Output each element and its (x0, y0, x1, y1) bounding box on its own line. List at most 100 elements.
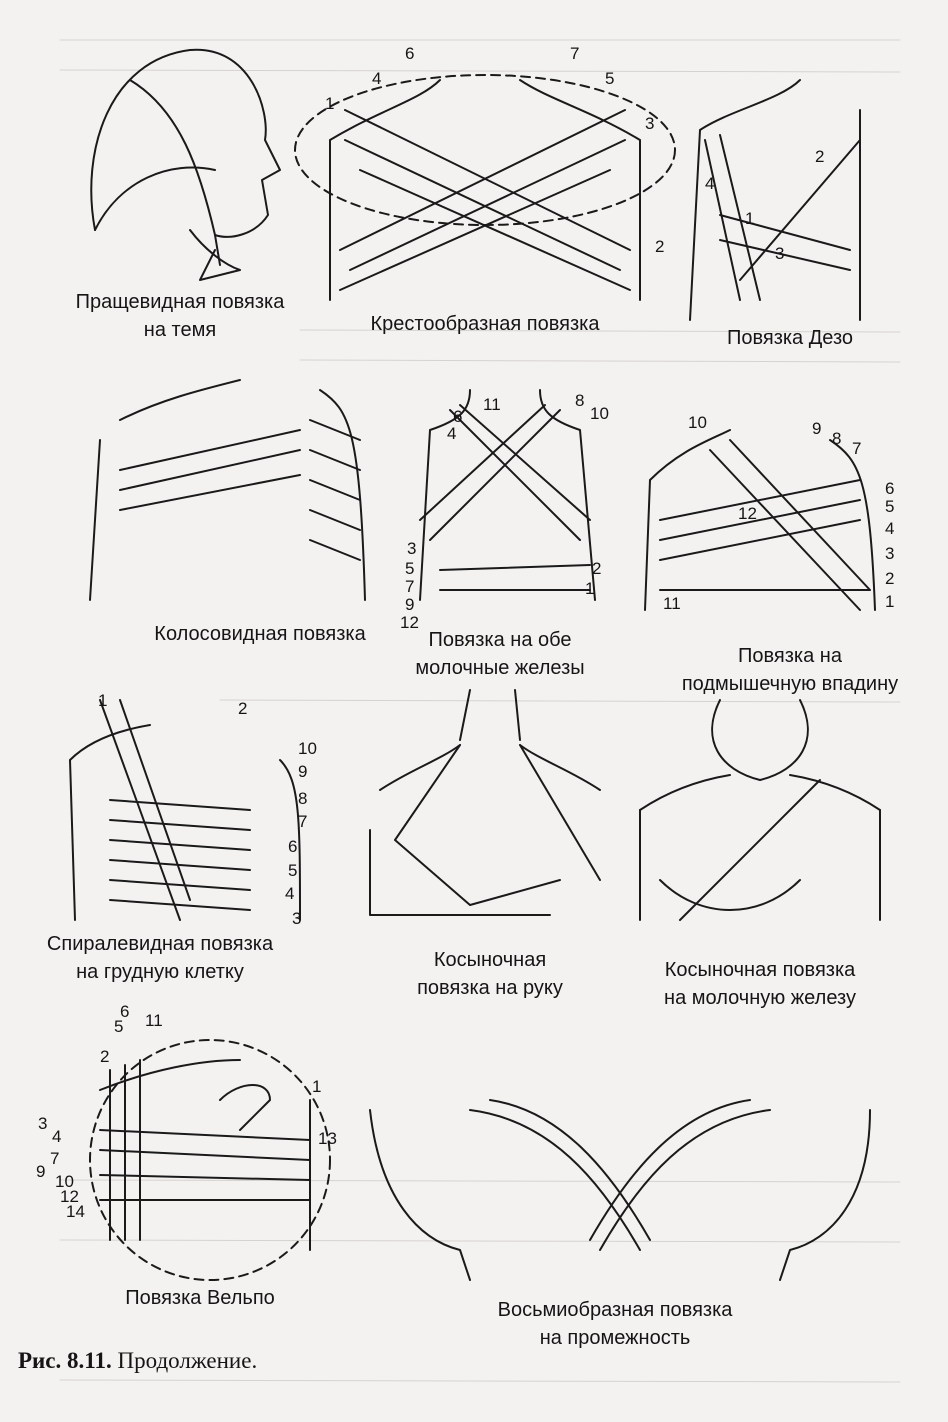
figure-both-breasts-bandage (419, 389, 596, 601)
figure-label: Рис. 8.11. (18, 1348, 112, 1373)
bandage-turn-number: 14 (66, 1202, 85, 1221)
caption-line: подмышечную впадину (681, 673, 899, 695)
bandage-turn-number: 3 (885, 544, 895, 563)
bandage-turn-number: 9 (405, 595, 415, 614)
caption-line: на темя (143, 319, 217, 341)
bandage-turn-number: 5 (605, 69, 615, 88)
caption-line: Пращевидная повязка (75, 291, 285, 313)
figure-footer: Рис. 8.11. Продолжение. (18, 1348, 257, 1374)
bandage-turn-number: 1 (885, 592, 895, 611)
caption-line: повязка на руку (417, 977, 563, 999)
bandage-turn-number: 12 (60, 1187, 79, 1206)
figure-velpeau-bandage (89, 1039, 331, 1281)
bandage-turn-number: 7 (570, 44, 580, 63)
bandage-turn-number: 10 (590, 404, 609, 423)
bandage-turn-number: 4 (885, 519, 895, 538)
bandage-turn-number: 9 (812, 419, 822, 438)
bandage-turn-number: 7 (50, 1149, 60, 1168)
bandage-turn-number: 8 (298, 789, 308, 808)
figure-caption: Повязка на обе молочные железы (415, 626, 584, 682)
caption-line: Повязка на (738, 645, 842, 667)
figure-arm-sling (369, 689, 601, 916)
figure-caption: Колосовидная повязка (154, 620, 365, 648)
figure-perineum-figure8-bandage (369, 1099, 871, 1281)
bandage-turn-number: 11 (145, 1011, 163, 1030)
figure-axilla-bandage (644, 429, 876, 611)
figure-continuation-text: Продолжение. (117, 1348, 258, 1373)
bandage-turn-number: 3 (292, 909, 302, 928)
caption-line: на молочную железу (664, 987, 856, 1009)
figure-breast-sling (639, 699, 881, 921)
bleed-through-text (59, 39, 901, 1383)
bandage-turn-number: 7 (298, 812, 308, 831)
bandage-turn-number: 6 (120, 1002, 130, 1021)
caption-line: на грудную клетку (76, 961, 244, 983)
bandage-turn-number: 1 (98, 691, 108, 710)
figure-caption: Крестообразная повязка (371, 310, 600, 338)
bandage-turn-number: 10 (55, 1172, 74, 1191)
bandage-turn-number: 3 (775, 244, 785, 263)
bandage-turn-number: 6 (453, 407, 463, 426)
bandage-turn-number: 7 (852, 439, 862, 458)
caption-line: Восьмиобразная повязка (497, 1299, 733, 1321)
bandage-turn-number: 1 (585, 579, 595, 598)
bandage-turn-number: 3 (407, 539, 417, 558)
caption-line: молочные железы (415, 657, 585, 679)
figure-caption: Повязка на подмышечную впадину (682, 642, 898, 698)
figure-dezo-bandage (689, 79, 861, 321)
figure-head-sling-bandage (90, 48, 281, 281)
bandage-turn-number: 9 (298, 762, 308, 781)
bandage-turn-number: 2 (815, 147, 825, 166)
figure-caption: Косыночная повязка на молочную железу (664, 956, 856, 1012)
bandage-turn-number: 5 (114, 1017, 124, 1036)
figure-caption: Повязка Дезо (727, 324, 853, 352)
bandage-turn-number: 1 (745, 209, 755, 228)
bandage-turn-number: 11 (663, 594, 681, 613)
bandage-turn-number: 12 (738, 504, 757, 523)
bandage-turn-number: 5 (288, 861, 298, 880)
figure-caption: Восьмиобразная повязка на промежность (498, 1296, 733, 1352)
caption-line: Колосовидная повязка (154, 623, 366, 645)
bandage-turn-number: 7 (405, 577, 415, 596)
bandage-turn-number: 9 (36, 1162, 46, 1181)
bandage-turn-number: 4 (705, 174, 715, 193)
bandage-turn-number: 2 (655, 237, 665, 256)
bandage-turn-number: 11 (483, 395, 501, 414)
caption-line: Косыночная (433, 949, 547, 971)
caption-line: Повязка Вельпо (125, 1287, 275, 1309)
bandage-turn-number: 1 (325, 94, 335, 113)
caption-line: Крестообразная повязка (370, 313, 600, 335)
bandage-turn-number: 10 (688, 413, 707, 432)
bandage-turn-number: 5 (405, 559, 415, 578)
figure-caption: Повязка Вельпо (125, 1284, 275, 1312)
bandage-turn-number: 2 (592, 559, 602, 578)
bandage-turn-number: 6 (405, 44, 415, 63)
bandage-turn-number: 3 (645, 114, 655, 133)
bandage-turn-number: 4 (372, 69, 382, 88)
bandage-turn-number: 2 (885, 569, 895, 588)
bandage-turn-number: 4 (52, 1127, 62, 1146)
caption-line: Повязка на обе (428, 629, 572, 651)
caption-line: Повязка Дезо (726, 327, 854, 349)
bandage-turn-number: 12 (400, 613, 419, 632)
bandage-turn-number: 3 (38, 1114, 48, 1133)
figure-spica-bandage (89, 379, 366, 601)
bandage-turn-number: 10 (298, 739, 317, 758)
figure-caption: Спиралевидная повязка на грудную клетку (47, 930, 273, 986)
bandage-turn-number: 2 (100, 1047, 110, 1066)
figure-caption: Пращевидная повязка на темя (76, 288, 285, 344)
bandage-turn-number: 13 (318, 1129, 337, 1148)
caption-line: Косыночная повязка (664, 959, 856, 981)
figure-cruciform-bandage (294, 74, 676, 301)
bandage-turn-number: 6 (288, 837, 298, 856)
bandage-turn-number: 4 (285, 884, 295, 903)
bandage-turn-number: 1 (312, 1077, 322, 1096)
bandage-turn-number: 8 (832, 429, 842, 448)
bandage-turn-number: 6 (885, 479, 895, 498)
caption-line: Спиралевидная повязка (46, 933, 274, 955)
caption-line: на промежность (539, 1327, 691, 1349)
bandage-turn-number: 8 (575, 391, 585, 410)
bandage-turn-number: 5 (885, 497, 895, 516)
bandage-turn-number: 2 (238, 699, 248, 718)
